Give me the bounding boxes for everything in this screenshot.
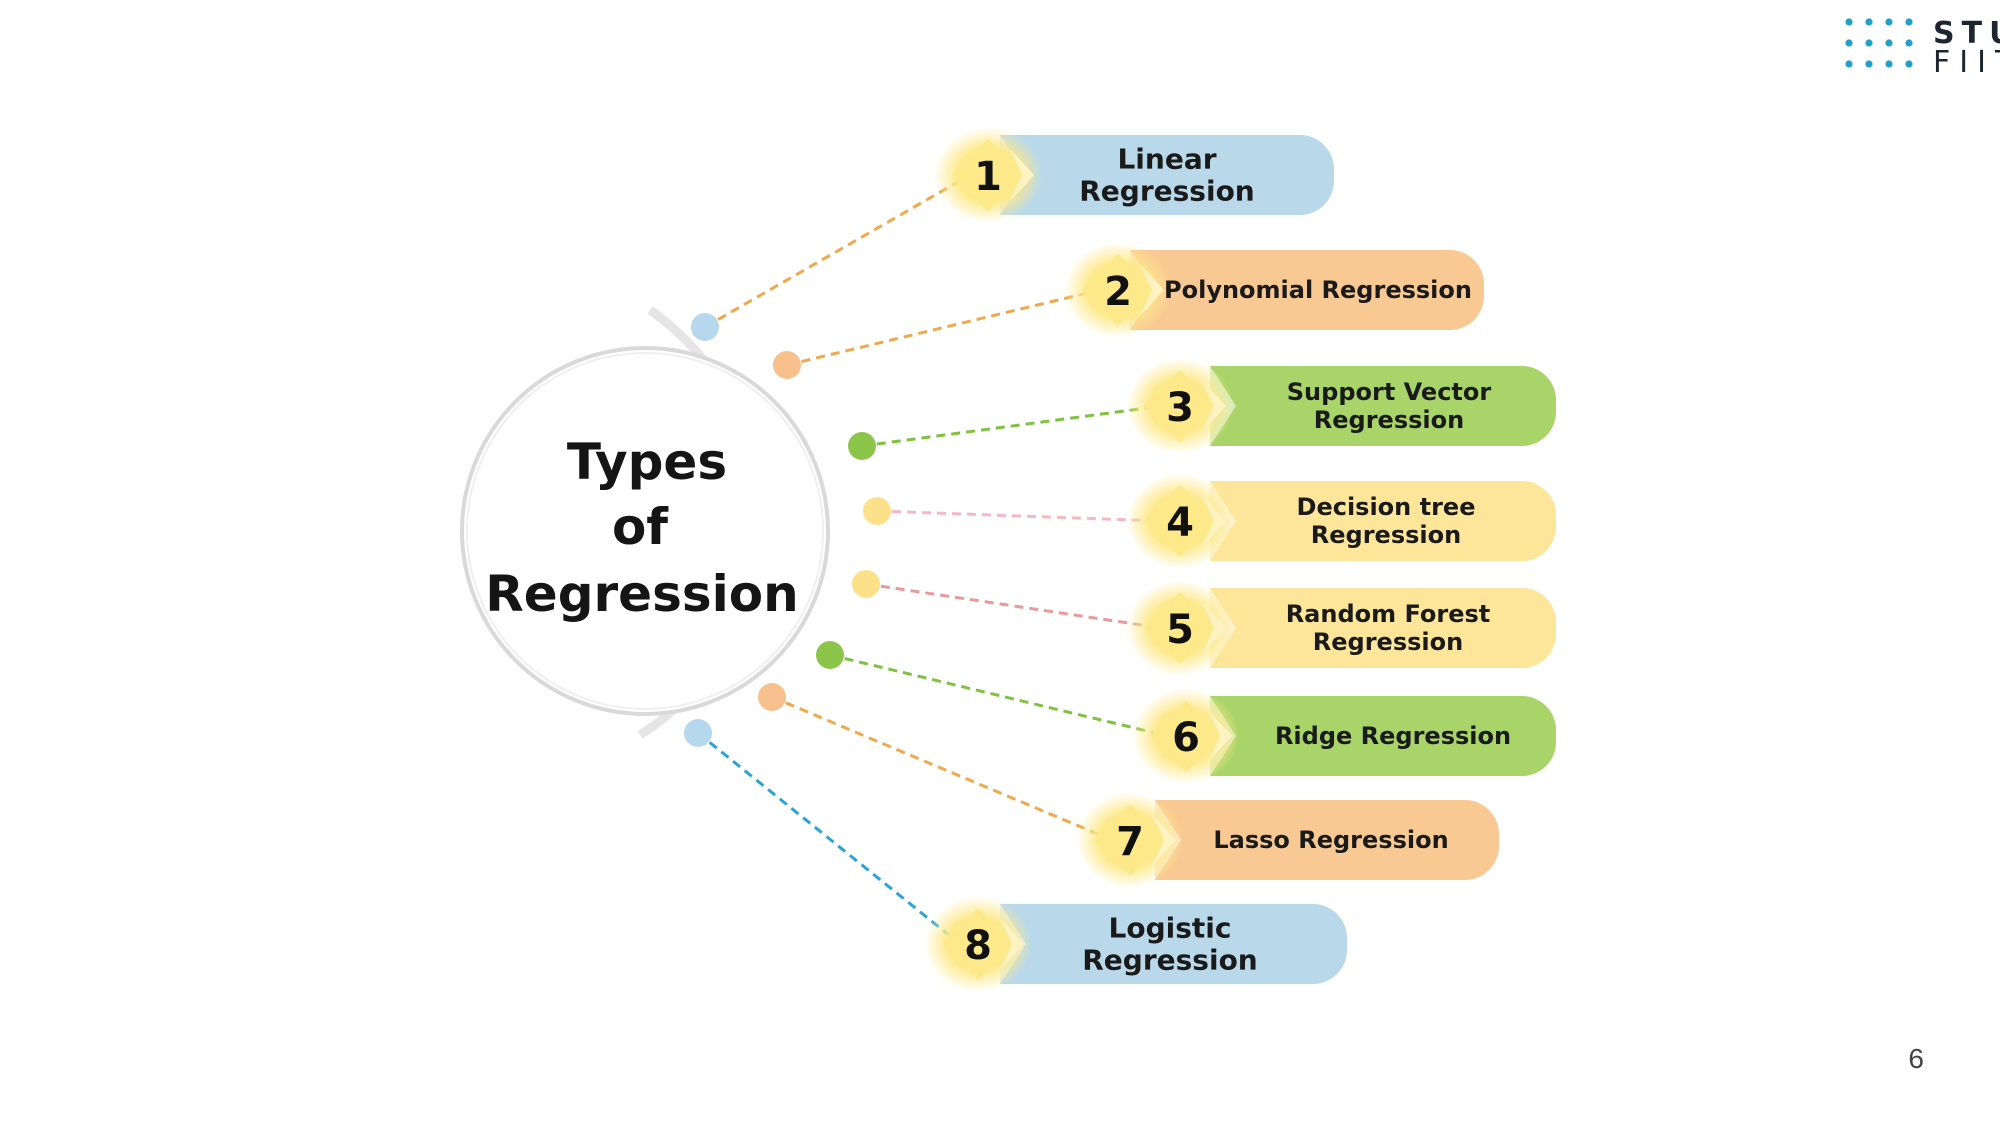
item-number-1: 1 <box>974 154 1002 200</box>
arc-dot-1 <box>691 313 719 341</box>
item-label-5-line-2: Regression <box>1313 628 1463 656</box>
diamond-badge-icon <box>1144 370 1216 442</box>
diamond-badge-icon <box>942 908 1014 980</box>
arrow-right-icon <box>1202 602 1226 654</box>
item-label-4-line-1: Decision tree <box>1297 493 1476 521</box>
connector-line-1 <box>704 173 971 329</box>
item-number-4: 4 <box>1166 500 1194 546</box>
arc-dot-8 <box>684 719 712 747</box>
item-label-3-line-1: Support Vector <box>1287 378 1492 406</box>
center-line-2: of <box>612 498 669 556</box>
item-label-3-line-2: Regression <box>1314 406 1464 434</box>
connector-line-8 <box>697 731 961 946</box>
diamond-badge-icon <box>952 139 1024 211</box>
connector-line-5 <box>865 582 1163 630</box>
label-box-7 <box>1155 800 1499 880</box>
arc-dot-4 <box>863 497 891 525</box>
item-number-5: 5 <box>1166 607 1194 653</box>
diamond-badge-icon <box>1094 804 1166 876</box>
logo-dots-icon <box>1845 18 1913 68</box>
item-label-4-line-2: Regression <box>1311 521 1461 549</box>
item-label-1-line-1: Linear <box>1117 142 1216 175</box>
page-number: 6 <box>1908 1043 1924 1074</box>
item-label-6-line-1: Ridge Regression <box>1275 722 1511 750</box>
regression-item-2: 2 Polynomial Regression <box>1064 242 1484 338</box>
arc-dot-7 <box>758 683 786 711</box>
item-label-7-line-1: Lasso Regression <box>1213 826 1448 854</box>
connector-line-2 <box>786 288 1101 367</box>
arc-dot-3 <box>848 432 876 460</box>
label-box-8 <box>1000 904 1347 984</box>
item-label-8-line-2: Regression <box>1082 944 1258 977</box>
item-number-8: 8 <box>964 923 992 969</box>
connector-line-6 <box>829 653 1169 738</box>
regression-item-7: 7 Lasso Regression <box>1076 792 1499 888</box>
connectors <box>684 173 1169 946</box>
connector-line-7 <box>771 695 1113 842</box>
diamond-badge-icon <box>1082 254 1154 326</box>
label-box-6 <box>1210 696 1556 776</box>
center-line-1: Types <box>567 433 727 491</box>
arrow-right-icon <box>1010 149 1034 201</box>
logo-line1: STU <box>1933 16 2000 51</box>
arrow-right-icon <box>1202 495 1226 547</box>
item-label-1-line-2: Regression <box>1079 175 1255 208</box>
item-number-7: 7 <box>1116 819 1144 865</box>
item-number-2: 2 <box>1104 269 1132 315</box>
arrow-right-icon <box>1000 918 1024 970</box>
diamond-badge-icon <box>1150 700 1222 772</box>
connector-line-3 <box>861 404 1163 448</box>
connector-line-4 <box>876 509 1163 523</box>
label-box-5 <box>1210 588 1556 668</box>
label-box-3 <box>1210 366 1556 446</box>
item-number-3: 3 <box>1166 385 1194 431</box>
arc-dot-5 <box>852 570 880 598</box>
regression-item-6: 6 Ridge Regression <box>1132 688 1556 784</box>
label-box-4 <box>1210 481 1556 561</box>
item-label-8-line-1: Logistic <box>1109 911 1232 944</box>
arc-dot-6 <box>816 641 844 669</box>
diamond-badge-icon <box>1144 592 1216 664</box>
item-label-2-line-1: Polynomial Regression <box>1164 276 1472 304</box>
arrow-right-icon <box>1208 710 1232 762</box>
arrow-right-icon <box>1152 814 1176 866</box>
item-label-5-line-1: Random Forest <box>1286 600 1491 628</box>
center-line-3: Regression <box>485 565 798 623</box>
center-circle: Types of Regression <box>460 346 830 716</box>
arc-dot-2 <box>773 351 801 379</box>
diamond-badge-icon <box>1144 485 1216 557</box>
arrow-right-icon <box>1202 380 1226 432</box>
arrow-right-icon <box>1140 264 1164 316</box>
item-number-6: 6 <box>1172 715 1200 761</box>
label-box-2 <box>1130 250 1484 330</box>
label-box-1 <box>1000 135 1334 215</box>
